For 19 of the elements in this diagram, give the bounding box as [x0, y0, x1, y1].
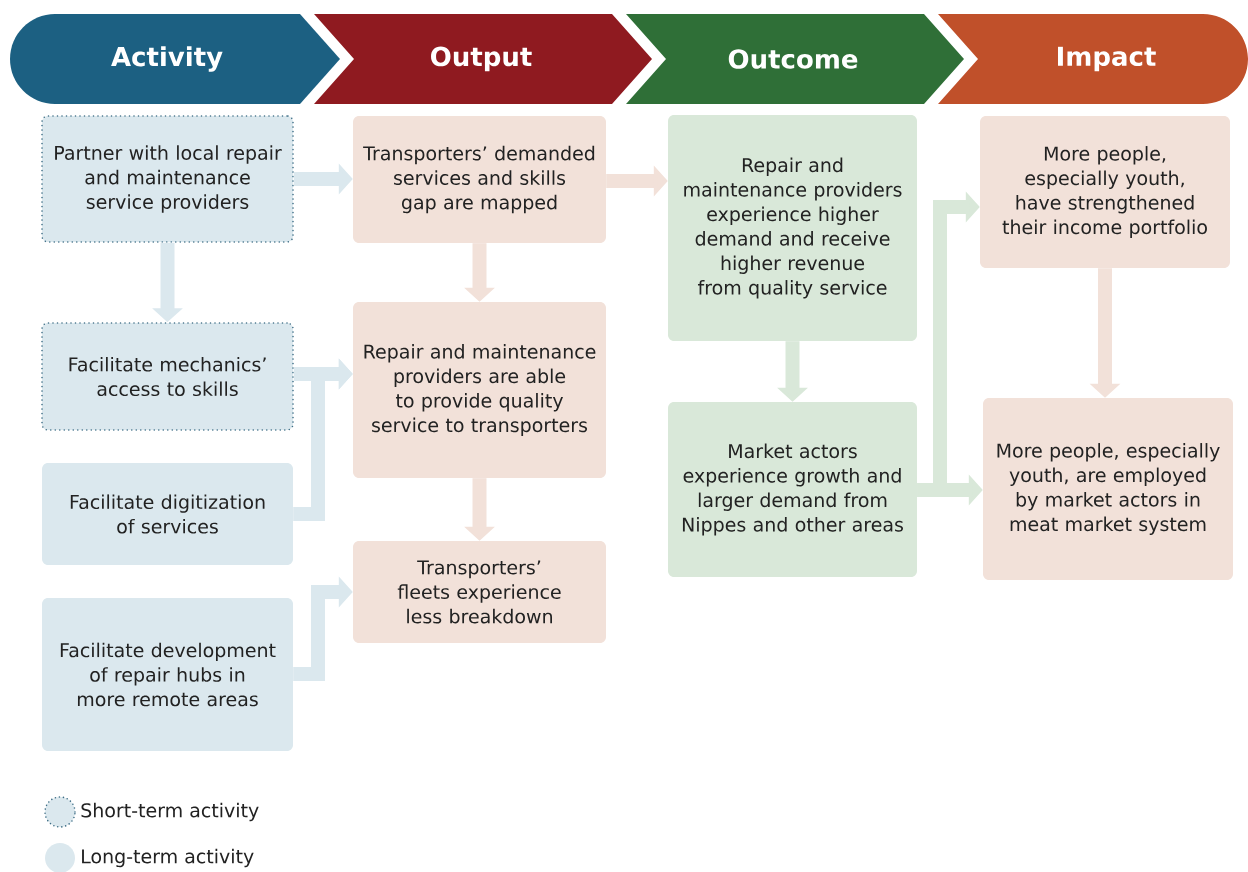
legend-label: Short-term activity — [81, 802, 259, 822]
result-box: Repair and maintenance providers are able to provide quality service to transporters — [353, 302, 606, 478]
activity-box: Facilitate digitization of services — [42, 463, 293, 565]
arrow — [293, 576, 353, 681]
stage-banner: Outcome — [626, 14, 964, 104]
result-box: More people, especially youth, have strengthened their income portfolio — [980, 116, 1230, 268]
legend-label: Long-term activity — [82, 848, 254, 868]
stage-banner: Activity — [10, 14, 340, 104]
arrow — [293, 358, 353, 521]
activity-box: Partner with local repair and maintenance service providers — [41, 115, 294, 243]
stage-banner: Impact — [938, 14, 1248, 104]
result-box: Transporters’ demanded services and skills gap are mapped — [353, 116, 606, 243]
result-box: More people, especially youth, are employed by market actors in meat market system — [983, 398, 1233, 580]
activity-box: Facilitate development of repair hubs in more remote areas — [42, 598, 293, 751]
stage-banner: Output — [314, 14, 652, 104]
result-box: Market actors experience growth and larger demand from Nippes and other areas — [668, 402, 917, 577]
activity-box: Facilitate mechanics’ access to skills — [41, 322, 294, 431]
result-box: Repair and maintenance providers experience higher demand and receive higher revenue from quality service — [668, 115, 917, 341]
result-box: Transporters’ fleets experience less breakdown — [353, 541, 606, 643]
